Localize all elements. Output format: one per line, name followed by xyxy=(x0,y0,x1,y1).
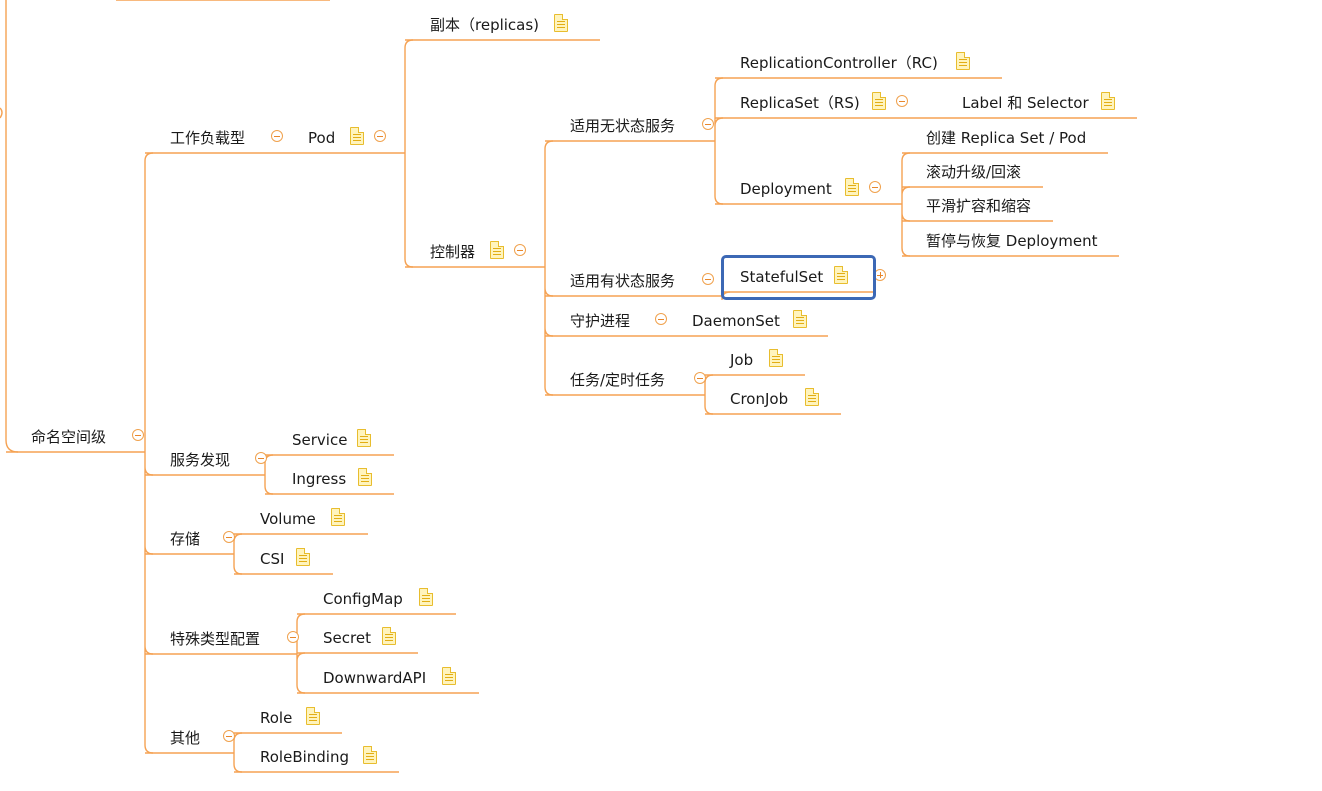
node-downwardapi[interactable]: DownwardAPI xyxy=(323,669,427,687)
node-stateless-service[interactable]: 适用无状态服务 xyxy=(570,117,676,135)
collapse-toggle-icon[interactable] xyxy=(869,181,881,193)
node-volume[interactable]: Volume xyxy=(260,510,316,528)
note-icon[interactable] xyxy=(956,52,970,70)
node-daemonset[interactable]: DaemonSet xyxy=(692,312,780,330)
note-icon[interactable] xyxy=(845,178,859,196)
collapse-toggle-icon[interactable] xyxy=(374,130,386,142)
node-csi[interactable]: CSI xyxy=(260,550,285,568)
node-replication-controller[interactable]: ReplicationController（RC) xyxy=(740,54,938,72)
node-service[interactable]: Service xyxy=(292,431,348,449)
collapse-toggle-icon[interactable] xyxy=(223,730,235,742)
root-trunk-line xyxy=(5,0,19,453)
note-icon[interactable] xyxy=(363,746,377,764)
node-create-replicaset-pod[interactable]: 创建 Replica Set / Pod xyxy=(926,129,1087,147)
collapse-toggle-icon[interactable] xyxy=(694,372,706,384)
job-tasks-connector xyxy=(704,374,714,415)
note-icon[interactable] xyxy=(382,627,396,645)
special-config-connector xyxy=(296,613,306,694)
node-replicas[interactable]: 副本（replicas) xyxy=(430,16,540,34)
node-pod[interactable]: Pod xyxy=(308,129,336,147)
note-icon[interactable] xyxy=(490,241,504,259)
note-icon[interactable] xyxy=(296,548,310,566)
node-cronjob[interactable]: CronJob xyxy=(730,390,789,408)
note-icon[interactable] xyxy=(834,266,848,284)
node-storage[interactable]: 存储 xyxy=(170,530,201,548)
collapse-toggle-icon[interactable] xyxy=(702,273,714,285)
note-icon[interactable] xyxy=(1101,92,1115,110)
node-workload-type[interactable]: 工作负载型 xyxy=(170,129,246,147)
root-edge-toggle xyxy=(0,107,3,119)
node-special-config[interactable]: 特殊类型配置 xyxy=(170,630,261,648)
note-icon[interactable] xyxy=(872,92,886,110)
note-icon[interactable] xyxy=(306,707,320,725)
node-rolling-update[interactable]: 滚动升级/回滚 xyxy=(926,163,1022,181)
other-connector xyxy=(233,732,243,773)
note-icon[interactable] xyxy=(769,349,783,367)
note-icon[interactable] xyxy=(805,388,819,406)
controller-connector xyxy=(544,140,554,396)
note-icon[interactable] xyxy=(793,310,807,328)
node-configmap[interactable]: ConfigMap xyxy=(323,590,403,608)
node-role[interactable]: Role xyxy=(260,709,293,727)
namespace-level-connector xyxy=(144,152,154,754)
node-job[interactable]: Job xyxy=(730,351,754,369)
node-rolebinding[interactable]: RoleBinding xyxy=(260,748,350,766)
collapse-toggle-icon[interactable] xyxy=(896,95,908,107)
note-icon[interactable] xyxy=(357,429,371,447)
storage-connector xyxy=(233,533,243,575)
deployment-connector xyxy=(901,152,911,257)
node-job-tasks[interactable]: 任务/定时任务 xyxy=(570,371,666,389)
collapse-toggle-icon[interactable] xyxy=(223,531,235,543)
pod-connector xyxy=(404,39,414,268)
node-label-selector[interactable]: Label 和 Selector xyxy=(962,94,1089,112)
node-replicaset[interactable]: ReplicaSet（RS) xyxy=(740,94,860,112)
node-statefulset[interactable]: StatefulSet xyxy=(740,268,824,286)
note-icon[interactable] xyxy=(442,667,456,685)
note-icon[interactable] xyxy=(331,508,345,526)
stateless-service-connector xyxy=(714,77,724,205)
note-icon[interactable] xyxy=(358,468,372,486)
collapse-toggle-icon[interactable] xyxy=(655,313,667,325)
collapse-toggle-icon[interactable] xyxy=(132,429,144,441)
node-scale[interactable]: 平滑扩容和缩容 xyxy=(926,197,1032,215)
collapse-toggle-icon[interactable] xyxy=(702,118,714,130)
note-icon[interactable] xyxy=(554,14,568,32)
node-pause-resume[interactable]: 暂停与恢复 Deployment xyxy=(926,232,1098,250)
node-other[interactable]: 其他 xyxy=(170,729,201,747)
collapse-toggle-icon[interactable] xyxy=(255,452,267,464)
collapse-toggle-icon[interactable] xyxy=(514,244,526,256)
node-deployment[interactable]: Deployment xyxy=(740,180,832,198)
note-icon[interactable] xyxy=(350,127,364,145)
collapse-toggle-icon[interactable] xyxy=(271,130,283,142)
node-ingress[interactable]: Ingress xyxy=(292,470,347,488)
collapse-toggle-icon[interactable] xyxy=(287,631,299,643)
selected-node-highlight xyxy=(721,255,876,300)
node-stateful-service[interactable]: 适用有状态服务 xyxy=(570,272,676,290)
node-controller[interactable]: 控制器 xyxy=(430,243,476,261)
node-secret[interactable]: Secret xyxy=(323,629,371,647)
node-namespace-level[interactable]: 命名空间级 xyxy=(31,428,107,446)
node-daemon-process[interactable]: 守护进程 xyxy=(570,312,631,330)
node-service-discovery[interactable]: 服务发现 xyxy=(170,451,231,469)
note-icon[interactable] xyxy=(419,588,433,606)
